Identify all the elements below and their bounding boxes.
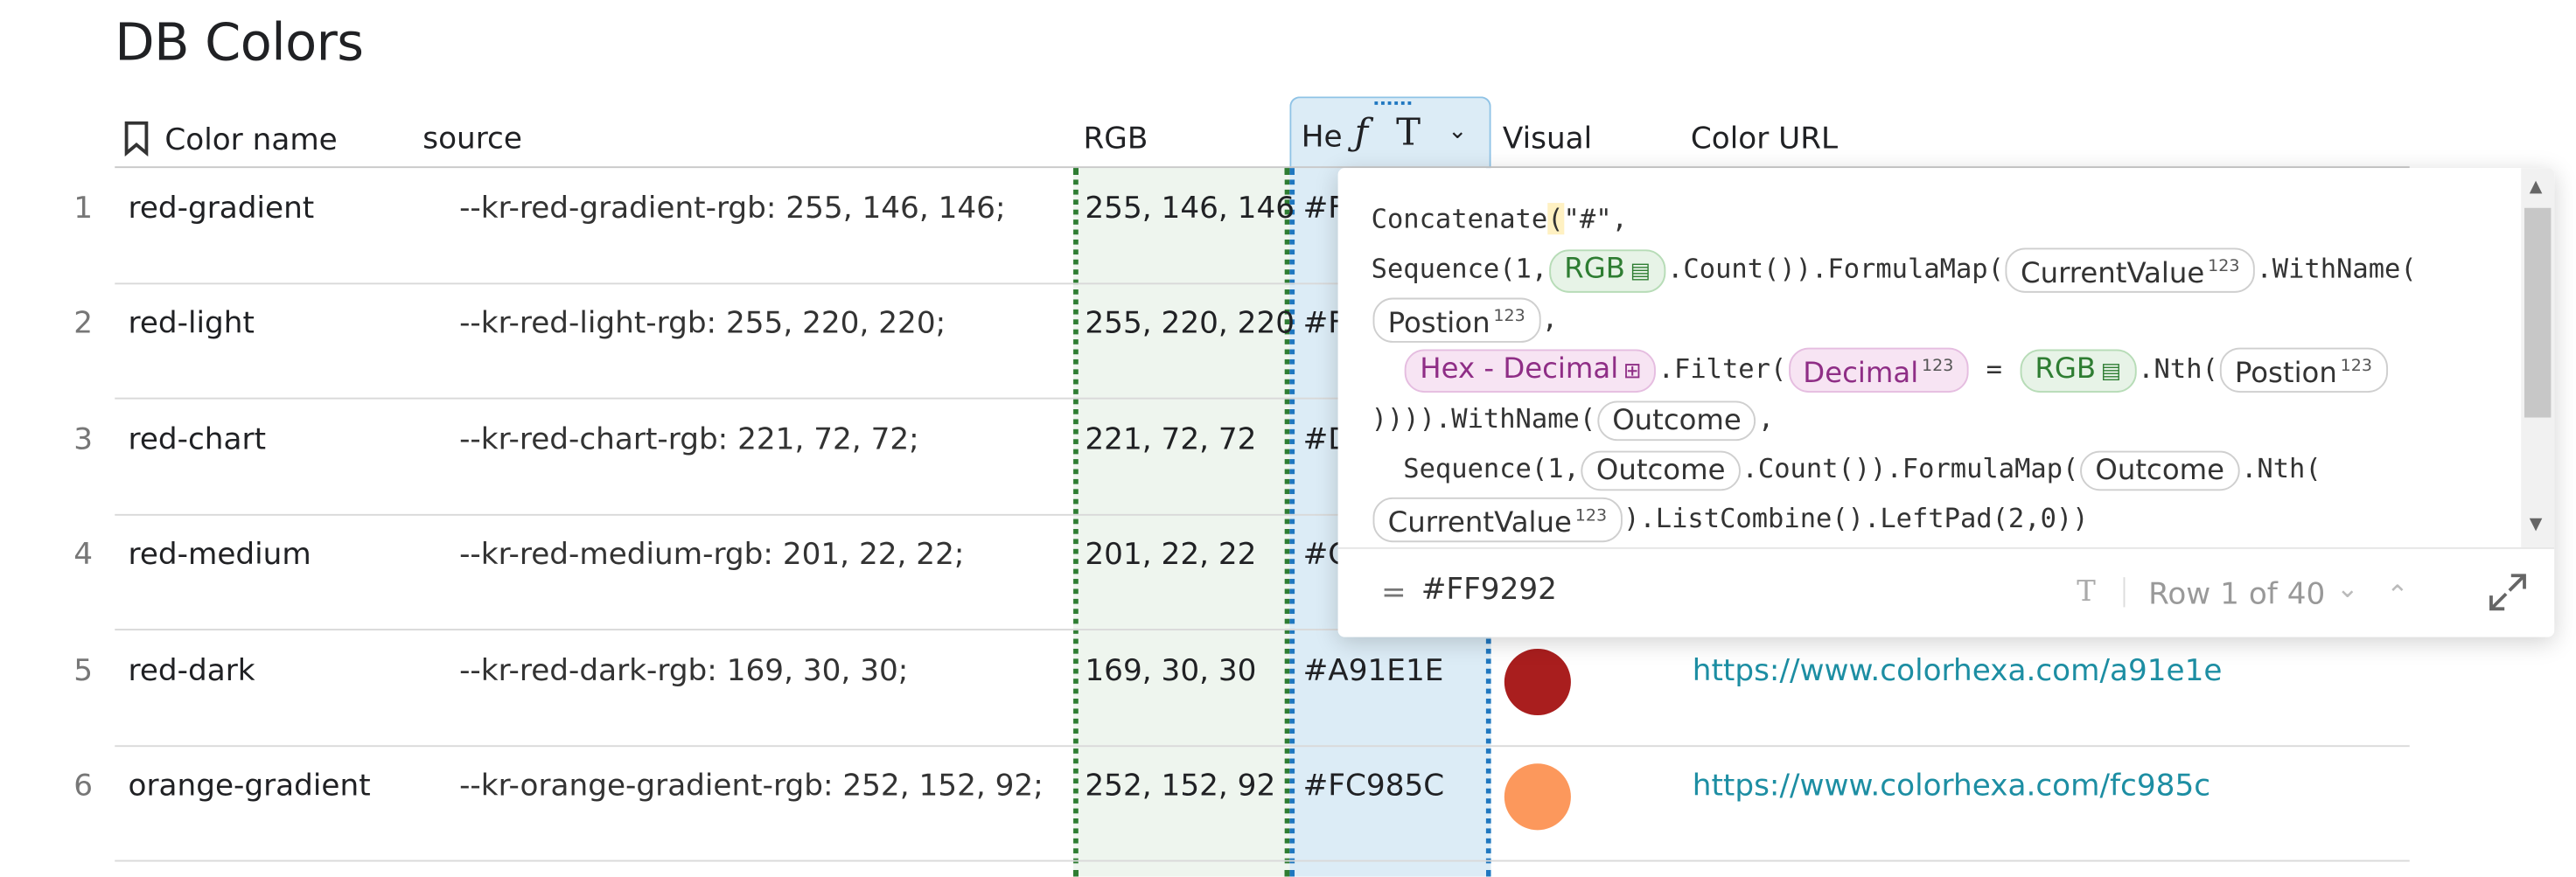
column-header-color-name[interactable]: Color name (122, 120, 338, 160)
row-divider (115, 629, 2410, 631)
list-icon: ▤ (2100, 358, 2122, 384)
table-icon: ⊞ (1623, 358, 1642, 384)
row-number: 6 (73, 768, 94, 804)
color-name-cell[interactable]: red-medium (128, 537, 311, 573)
formula-line: Sequence(1,RGB▤.Count()).FormulaMap(Curr… (1372, 245, 2520, 295)
column-header-rgb[interactable]: RGB (1083, 121, 1148, 157)
formula-scrollbar[interactable]: ▲ ▼ (2521, 168, 2555, 547)
rgb-cell[interactable]: 221, 72, 72 (1085, 422, 1257, 458)
number-type-icon: 123 (2208, 257, 2240, 276)
outcome-chip[interactable]: Outcome (1581, 449, 1741, 491)
drag-handle-icon[interactable] (1374, 101, 1412, 105)
text-type-icon[interactable]: T (1396, 113, 1421, 155)
scroll-down-icon[interactable]: ▼ (2529, 515, 2543, 534)
formula-icon[interactable]: ƒ (1354, 113, 1369, 155)
list-icon: ▤ (1630, 258, 1651, 284)
source-cell[interactable]: --kr-red-gradient-rgb: 255, 146, 146; (459, 191, 1006, 226)
chevron-down-icon[interactable]: ⌄ (2336, 572, 2359, 604)
chevron-down-icon[interactable]: ⌄ (1448, 118, 1468, 145)
number-type-icon: 123 (1493, 307, 1525, 326)
equals-sign: = (1381, 575, 1407, 611)
header-divider (115, 166, 2410, 169)
rgb-cell[interactable]: 255, 220, 220 (1085, 306, 1295, 342)
text-format-icon[interactable]: T (2077, 575, 2096, 609)
page-title: DB Colors (115, 13, 364, 73)
hex-column-header[interactable]: He ƒ T ⌄ (1289, 96, 1491, 169)
source-cell[interactable]: --kr-orange-gradient-rgb: 252, 152, 92; (459, 768, 1044, 804)
row-counter: Row 1 of 40 (2148, 577, 2326, 613)
rgb-column-chip[interactable]: RGB▤ (2020, 348, 2137, 393)
hex-cell[interactable]: #FC985C (1302, 768, 1445, 804)
row-divider (115, 282, 2410, 285)
row-number: 2 (73, 306, 94, 342)
column-header-label: Color name (164, 122, 338, 158)
number-type-icon: 123 (2340, 357, 2372, 376)
expand-icon[interactable] (2486, 571, 2529, 614)
color-url-link[interactable]: https://www.colorhexa.com/fc985c (1692, 768, 2211, 804)
formula-result-value: #FF9292 (1421, 572, 1557, 608)
source-cell[interactable]: --kr-red-chart-rgb: 221, 72, 72; (459, 422, 919, 458)
rgb-cell[interactable]: 255, 146, 146 (1085, 191, 1295, 226)
number-type-icon: 123 (1574, 506, 1608, 526)
column-header-source[interactable]: source (422, 121, 522, 157)
row-divider (115, 397, 2410, 400)
hex-cell[interactable]: #A91E1E (1302, 653, 1444, 689)
formula-line: Concatenate("#", (1371, 203, 1628, 235)
formula-line: )))).WithName(Outcome, (1372, 394, 2520, 444)
scroll-up-icon[interactable]: ▲ (2529, 177, 2543, 197)
bookmark-icon (124, 121, 149, 157)
rgb-column-highlight (1073, 168, 1290, 877)
divider (2123, 577, 2126, 608)
number-type-icon: 123 (1922, 357, 1954, 376)
source-cell[interactable]: --kr-red-dark-rgb: 169, 30, 30; (459, 653, 909, 689)
color-name-cell[interactable]: red-chart (128, 422, 267, 458)
rgb-column-chip[interactable]: RGB▤ (1549, 248, 1666, 292)
formula-line: Sequence(1,Outcome.Count()).FormulaMap(O… (1372, 444, 2520, 494)
rgb-cell[interactable]: 252, 152, 92 (1085, 768, 1276, 804)
rgb-cell[interactable]: 201, 22, 22 (1085, 537, 1257, 573)
color-name-cell[interactable]: red-gradient (128, 191, 315, 226)
color-swatch (1504, 763, 1571, 831)
outcome-chip[interactable]: Outcome (2080, 449, 2240, 491)
hex-decimal-table-chip[interactable]: Hex - Decimal⊞ (1405, 348, 1657, 393)
row-divider (115, 745, 2410, 748)
outcome-chip[interactable]: Outcome (1597, 400, 1756, 441)
column-header-color-url[interactable]: Color URL (1690, 121, 1839, 157)
color-name-cell[interactable]: orange-gradient (128, 768, 371, 804)
color-name-cell[interactable]: red-dark (128, 653, 255, 689)
formula-result-bar: = #FF9292 T Row 1 of 40 ⌄ ⌃ (1337, 546, 2555, 637)
row-number: 1 (73, 191, 94, 226)
color-name-cell[interactable]: red-light (128, 306, 255, 342)
row-number: 5 (73, 653, 94, 689)
scrollbar-thumb[interactable] (2524, 207, 2552, 418)
source-cell[interactable]: --kr-red-light-rgb: 255, 220, 220; (459, 306, 946, 342)
row-number: 3 (73, 422, 94, 458)
row-divider (115, 860, 2410, 862)
rgb-cell[interactable]: 169, 30, 30 (1085, 653, 1257, 689)
color-swatch (1504, 648, 1571, 716)
source-cell[interactable]: --kr-red-medium-rgb: 201, 22, 22; (459, 537, 965, 573)
row-number: 4 (73, 537, 94, 573)
column-header-visual[interactable]: Visual (1502, 121, 1593, 157)
color-url-link[interactable]: https://www.colorhexa.com/a91e1e (1692, 653, 2223, 689)
chevron-up-icon[interactable]: ⌃ (2386, 579, 2409, 611)
hex-column-header-label: He (1301, 119, 1343, 155)
formula-code[interactable]: Concatenate("#", Sequence(1,RGB▤.Count()… (1372, 195, 2520, 545)
row-divider (115, 513, 2410, 516)
formula-editor-panel[interactable]: Concatenate("#", Sequence(1,RGB▤.Count()… (1337, 168, 2555, 637)
